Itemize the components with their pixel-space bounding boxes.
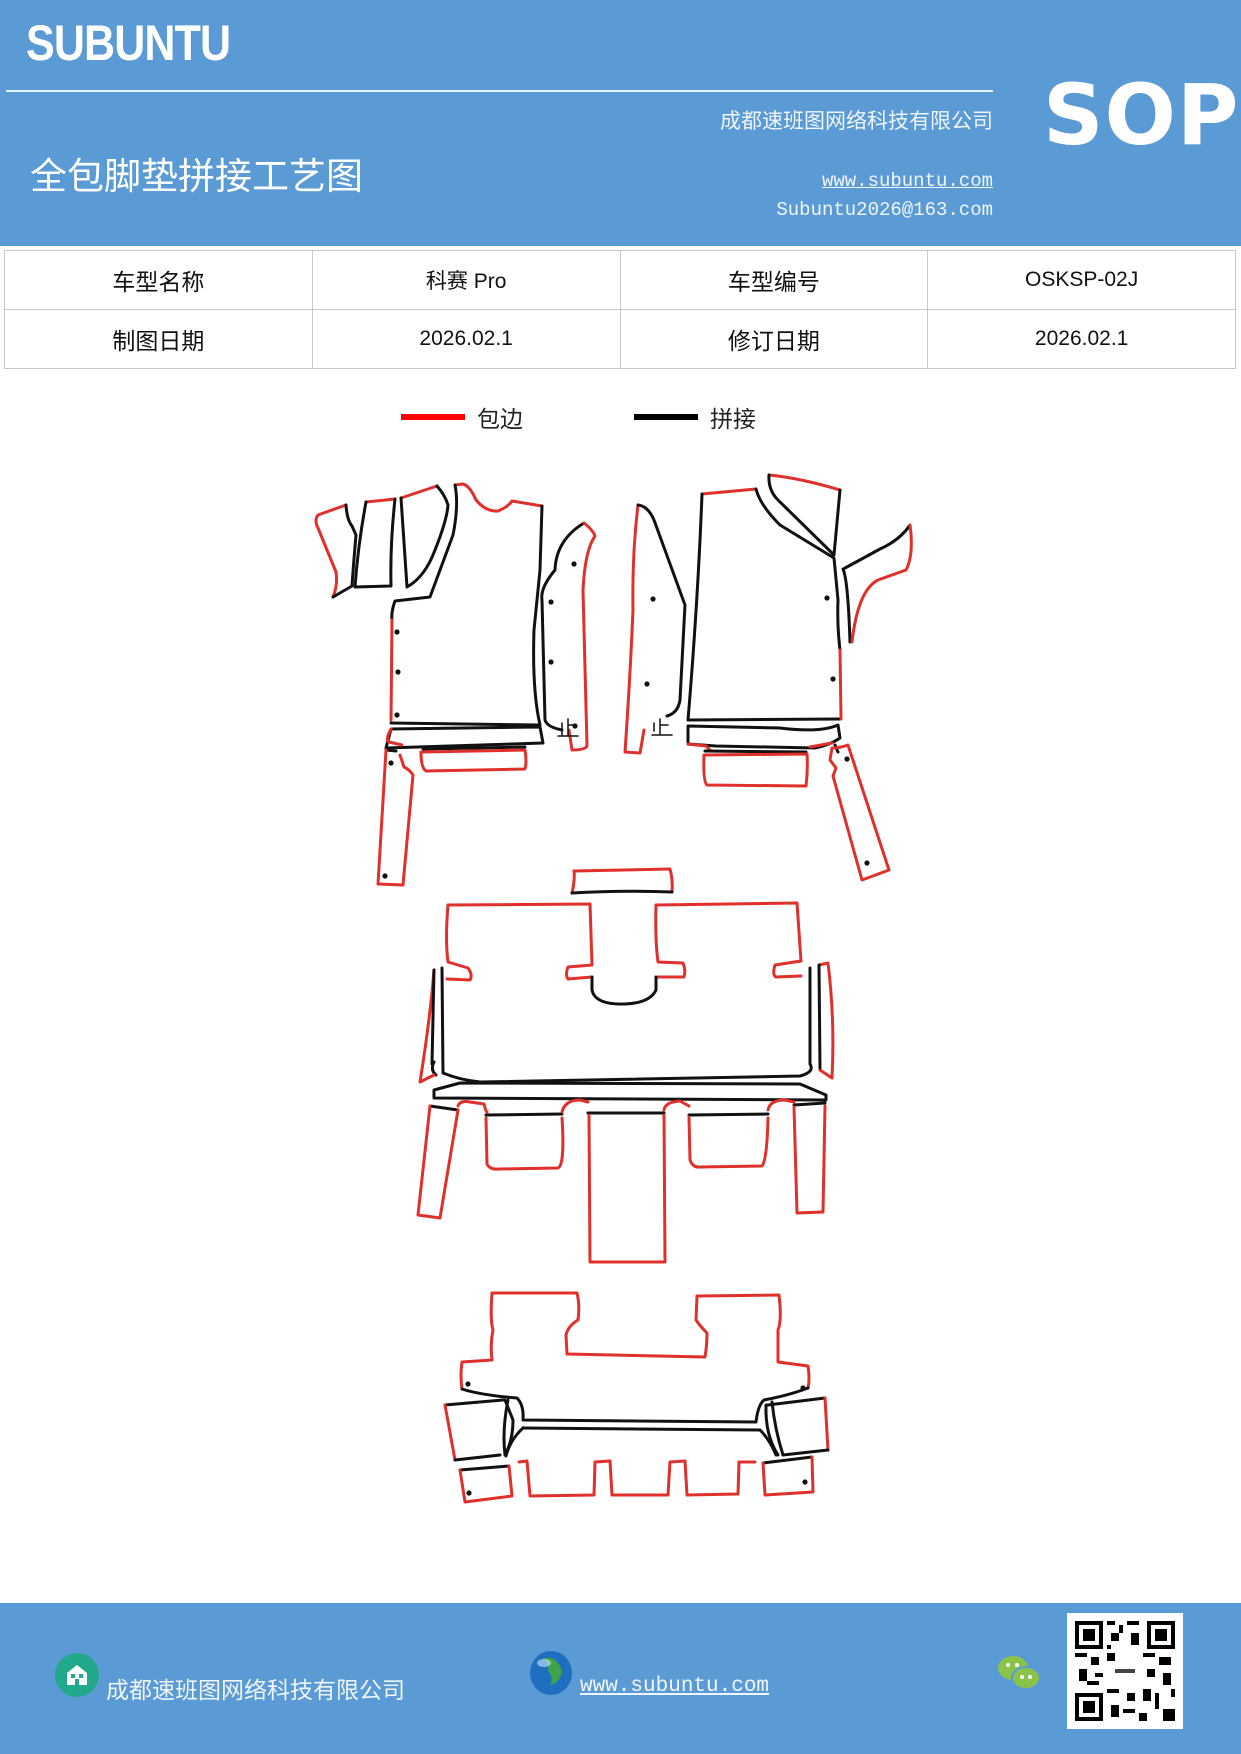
header: SUBUNTU 全包脚垫拼接工艺图 成都速班图网络科技有限公司 www.subu… (0, 0, 1241, 246)
front-right-mats (623, 473, 913, 882)
table-row: 制图日期 2026.02.1 修订日期 2026.02.1 (4, 309, 1236, 369)
wechat-icon (998, 1656, 1041, 1690)
table-row: 车型名称 科赛 Pro 车型编号 OSKSP-02J (4, 250, 1236, 310)
company-name: 成都速班图网络科技有限公司 (720, 109, 993, 133)
legend-label: 包边 (477, 407, 523, 433)
qr-code[interactable] (1067, 1613, 1183, 1729)
website-link[interactable]: www.subuntu.com (821, 170, 993, 192)
front-left-mats (314, 482, 597, 887)
legend-item-seam: 拼接 (634, 400, 756, 434)
page-title: 全包脚垫拼接工艺图 (30, 155, 363, 198)
globe-icon (530, 1651, 572, 1695)
third-row-mats (443, 1291, 830, 1504)
model-code-value: OSKSP-02J (927, 250, 1236, 310)
black-line-swatch (634, 414, 698, 420)
header-divider (6, 90, 993, 92)
footer-website-link[interactable]: www.subuntu.com (580, 1675, 770, 1698)
draw-date-label: 制图日期 (4, 309, 313, 369)
email-address: Subuntu2026@163.com (776, 199, 993, 221)
legend-label: 拼接 (710, 407, 756, 433)
red-line-swatch (401, 414, 465, 420)
legend: 包边 拼接 (0, 400, 1241, 440)
floor-mat-diagram (314, 473, 913, 1504)
building-icon (55, 1653, 99, 1697)
revision-date-value: 2026.02.1 (927, 309, 1236, 369)
doc-type-badge: SOP (1043, 66, 1240, 164)
vehicle-info-table: 车型名称 科赛 Pro 车型编号 OSKSP-02J 制图日期 2026.02.… (4, 250, 1236, 369)
legend-item-edge: 包边 (401, 400, 523, 434)
second-row-mats (416, 867, 835, 1264)
draw-date-value: 2026.02.1 (311, 309, 621, 369)
brand-logo: SUBUNTU (26, 15, 231, 71)
footer: 成都速班图网络科技有限公司 www.subuntu.com (0, 1603, 1241, 1754)
qr-code-pattern (1075, 1621, 1175, 1721)
footer-company-name: 成都速班图网络科技有限公司 (106, 1678, 405, 1704)
model-name-value: 科赛 Pro (311, 250, 621, 310)
revision-date-label: 修订日期 (619, 309, 929, 369)
model-code-label: 车型编号 (619, 250, 929, 310)
model-name-label: 车型名称 (4, 250, 313, 310)
